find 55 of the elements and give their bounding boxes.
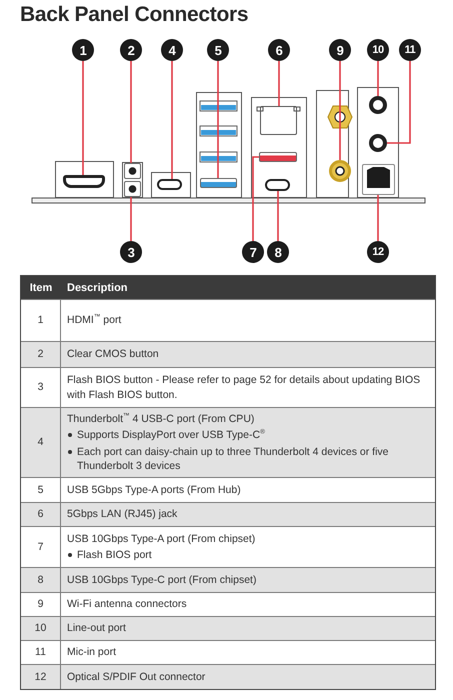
push-button (124, 163, 141, 179)
bullet-item: Each port can daisy-chain up to three Thunderbolt 4 devices or five Thunderbolt 3 devices (77, 444, 390, 473)
leader-line (377, 61, 379, 96)
description-text: Clear CMOS button (67, 347, 160, 362)
description-text: Wi-Fi antenna connectors (67, 597, 188, 612)
leader-line (130, 197, 132, 241)
callout-number: 5 (207, 39, 229, 61)
callout-number: 11 (399, 39, 421, 61)
description-text: Mic-in port (67, 645, 118, 660)
callout-number: 7 (242, 241, 264, 263)
leader-line (252, 156, 259, 241)
callout-number: 3 (120, 241, 142, 263)
callout-number: 8 (267, 241, 289, 263)
callout-number: 1 (72, 39, 94, 61)
callout-number: 10 (367, 39, 389, 61)
description-text: USB 5Gbps Type-A ports (From Hub) (67, 482, 242, 498)
usb-c-port (157, 179, 182, 190)
bullet-item: Supports DisplayPort over USB Type-C$^{®}$ (77, 428, 265, 442)
leader-line (82, 61, 84, 175)
usb-port (200, 178, 237, 188)
bullet-item: Flash BIOS port (77, 548, 152, 562)
usb-port (259, 152, 297, 162)
title: Back Panel Connectors (20, 3, 248, 27)
description-text: USB 10Gbps Type-A port (From chipset) (67, 532, 256, 546)
leader-line (217, 61, 219, 178)
leader-line (377, 195, 379, 241)
description-text: Optical S/PDIF Out connector (67, 670, 206, 684)
column-header: Description (66, 282, 129, 294)
hdmi-port (63, 175, 105, 188)
description-text: 5Gbps LAN (RJ45) jack (67, 507, 178, 522)
antenna-connector (329, 160, 351, 182)
leader-line (387, 61, 411, 144)
description-text: HDMI$^{™}$ port (67, 313, 122, 328)
audio-jack (369, 134, 387, 152)
callout-number: 2 (120, 39, 142, 61)
description-text: Flash BIOS button - Please refer to page 52 for details about updating BIOS with Flash BIOS button. (67, 373, 422, 402)
callout-number: 6 (268, 39, 290, 61)
usb-c-port (265, 179, 290, 191)
description-text: Thunderbolt$^{™}$ 4 USB-C port (From CPU) (67, 412, 256, 426)
leader-line (339, 61, 341, 160)
callout-number: 9 (329, 39, 351, 61)
callout-number: 4 (161, 39, 183, 61)
description-text: USB 10Gbps Type-C port (From chipset) (67, 572, 258, 588)
callout-number: 12 (367, 241, 389, 263)
push-button (124, 181, 141, 197)
optical-port (362, 164, 395, 195)
leader-line (277, 191, 279, 241)
leader-line (130, 61, 132, 163)
ethernet-port (260, 106, 297, 135)
description-text: Line-out port (67, 621, 127, 636)
leader-line (171, 61, 173, 179)
item-number: 12 (21, 665, 61, 689)
leader-line (278, 61, 280, 106)
column-header: Item (28, 282, 54, 294)
audio-jack (369, 96, 387, 114)
